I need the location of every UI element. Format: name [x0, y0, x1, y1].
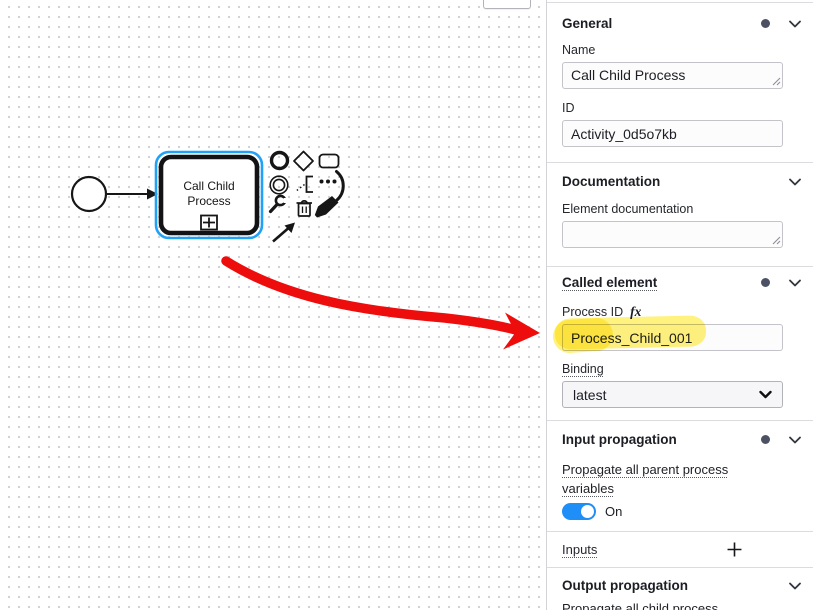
output-propagation-header[interactable]: Output propagation — [562, 568, 801, 593]
binding-select[interactable]: latest — [562, 381, 783, 408]
trash-icon[interactable] — [296, 200, 313, 217]
section-output-propagation: Output propagation Propagate all child p… — [547, 568, 813, 610]
intermediate-event-icon[interactable] — [269, 175, 289, 195]
binding-selected-value: latest — [573, 386, 607, 403]
filled-indicator-dot — [761, 435, 770, 444]
propagate-toggle-on[interactable] — [562, 503, 596, 520]
chevron-down-icon[interactable] — [789, 178, 801, 186]
chevron-down-icon[interactable] — [789, 20, 801, 28]
chevron-down-icon[interactable] — [789, 436, 801, 444]
general-title: General — [562, 16, 613, 31]
name-field[interactable]: Call Child Process — [562, 62, 783, 89]
documentation-header[interactable]: Documentation — [562, 163, 801, 189]
text-annotation-icon[interactable] — [295, 175, 314, 193]
binding-label: Binding — [562, 362, 604, 376]
process-id-field[interactable] — [562, 324, 783, 351]
call-activity-plus-marker — [200, 214, 218, 231]
input-propagation-header[interactable]: Input propagation — [562, 421, 801, 447]
comment-dots-icon[interactable] — [319, 179, 337, 184]
called-element-title: Called element — [562, 275, 658, 290]
id-field[interactable] — [562, 120, 783, 147]
called-element-header[interactable]: Called element — [562, 267, 801, 290]
comment-bubble-icon[interactable] — [335, 170, 345, 202]
cropped-toolbar-box[interactable] — [483, 0, 531, 9]
end-event-icon[interactable] — [269, 150, 290, 171]
documentation-title: Documentation — [562, 174, 661, 189]
start-event[interactable] — [70, 175, 108, 213]
bpmn-diagram-canvas[interactable]: Call Child Process — [0, 0, 546, 610]
chevron-down-icon[interactable] — [789, 279, 801, 287]
section-called-element: Called element Process ID fx Binding late… — [547, 267, 813, 421]
section-inputs: Inputs — [547, 532, 813, 568]
red-annotation-arrow — [221, 256, 540, 350]
propagate-child-variables-label: Propagate all child process variables — [562, 601, 719, 610]
task-label-line1: Call Child — [183, 179, 234, 193]
section-documentation: Documentation Element documentation — [547, 163, 813, 267]
filled-indicator-dot — [761, 278, 770, 287]
call-activity-task[interactable]: Call Child Process — [154, 150, 264, 240]
general-header[interactable]: General — [562, 3, 801, 31]
id-label: ID — [562, 101, 575, 115]
properties-panel: General Name Call Child Process ID Docum… — [546, 0, 813, 610]
task-icon[interactable] — [318, 153, 340, 169]
element-documentation-field[interactable] — [562, 221, 783, 248]
name-label: Name — [562, 43, 596, 57]
section-input-propagation: Input propagation Propagate all parent p… — [547, 421, 813, 532]
context-pad — [268, 150, 345, 243]
select-chevron-down-icon — [759, 390, 772, 399]
toggle-knob — [581, 505, 594, 518]
section-general: General Name Call Child Process ID — [547, 3, 813, 163]
bpmn-svg-layer: Call Child Process — [70, 150, 540, 350]
chevron-down-icon[interactable] — [789, 582, 801, 590]
selection-outline — [154, 150, 264, 240]
output-propagation-title: Output propagation — [562, 578, 688, 593]
task-label-line2: Process — [187, 194, 230, 208]
input-propagation-title: Input propagation — [562, 432, 677, 447]
propagate-parent-variables-label: Propagate all parent process variables — [562, 462, 729, 496]
wrench-icon[interactable] — [268, 194, 290, 214]
sequence-flow[interactable] — [107, 188, 158, 200]
element-documentation-label: Element documentation — [562, 202, 694, 216]
panel-top-divider — [547, 0, 813, 3]
process-id-label: Process ID — [562, 305, 624, 319]
add-input-plus-icon[interactable] — [727, 542, 742, 557]
toggle-state-label: On — [605, 504, 623, 519]
paintbrush-icon[interactable] — [314, 196, 339, 218]
connect-arrow-icon[interactable] — [272, 222, 295, 243]
fx-feel-icon[interactable]: fx — [630, 304, 642, 319]
filled-indicator-dot — [761, 19, 770, 28]
gateway-icon[interactable] — [293, 150, 314, 172]
inputs-label: Inputs — [562, 542, 598, 557]
